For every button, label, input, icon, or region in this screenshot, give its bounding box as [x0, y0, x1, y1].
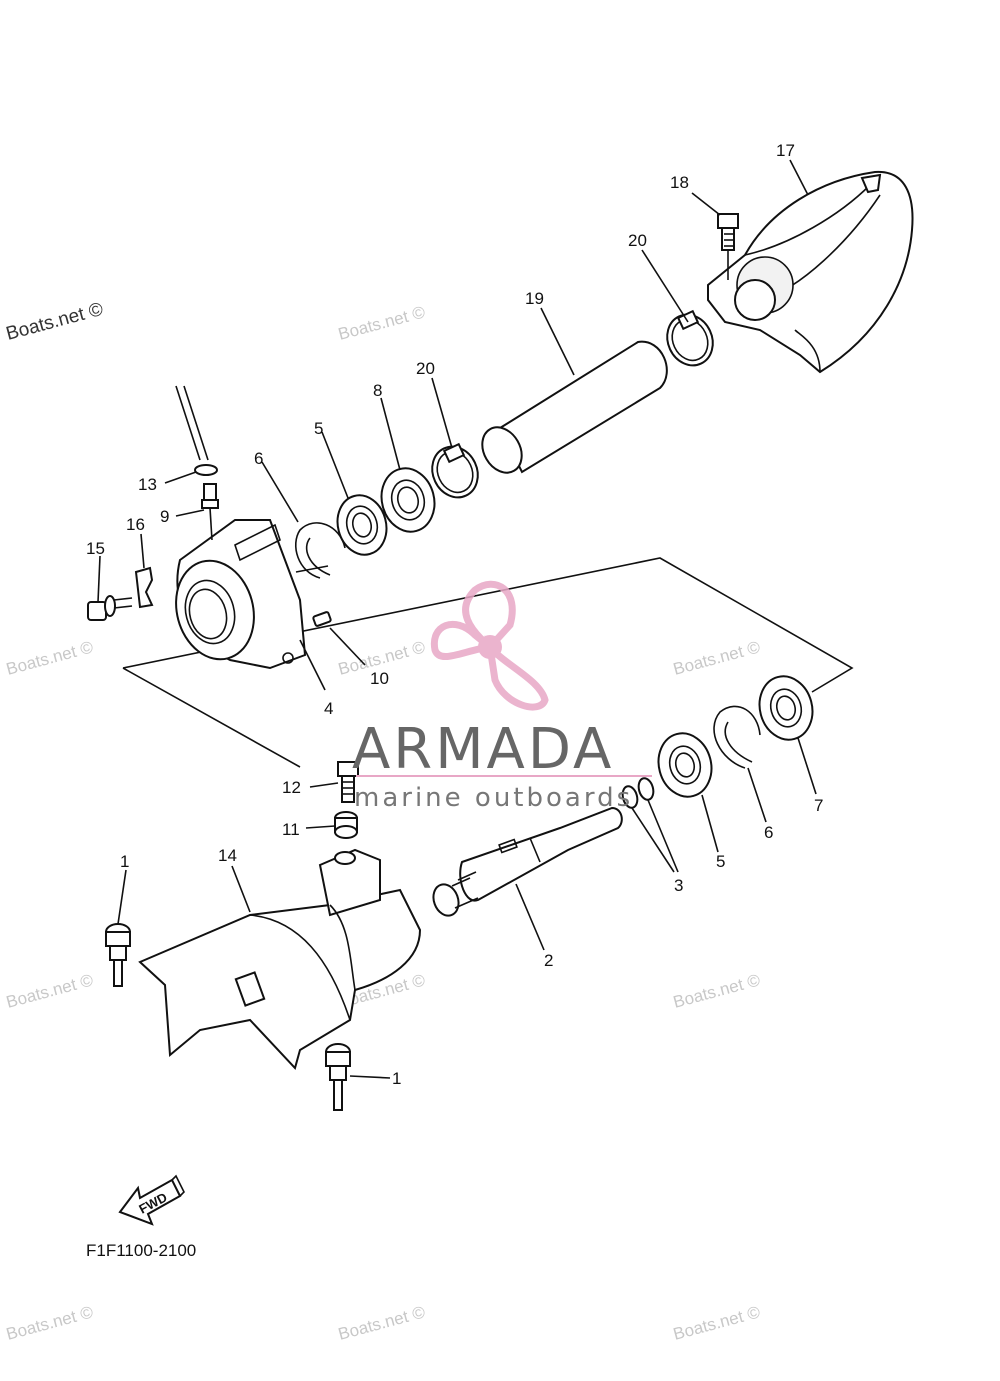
part-4-bearing-housing — [175, 519, 307, 670]
part-16-plate — [134, 566, 154, 609]
part-20-clamp-upper — [666, 309, 714, 367]
part-17-nozzle-housing — [707, 170, 914, 374]
callout-3: 3 — [674, 876, 683, 895]
part-11-collar — [334, 811, 358, 839]
callout-1-upper: 1 — [120, 852, 129, 871]
callout-11: 11 — [282, 820, 300, 839]
part-10-dowel-pin — [312, 611, 366, 666]
part-13-hose-clip — [175, 385, 218, 476]
callout-17: 17 — [776, 141, 795, 160]
watermarks: Boats.net © Boats.net © Boats.net © Boat… — [4, 299, 763, 1344]
callout-9: 9 — [160, 507, 169, 526]
part-20-clamp-lower — [431, 442, 479, 499]
leader-lines — [97, 159, 817, 1079]
callout-20-upper: 20 — [628, 231, 647, 250]
watermark: Boats.net © — [671, 970, 762, 1012]
callout-15: 15 — [86, 539, 105, 558]
callout-6-lower: 6 — [764, 823, 773, 842]
callout-5-lower: 5 — [716, 852, 725, 871]
part-15-bolt — [87, 595, 133, 621]
callouts: 17 18 20 19 20 8 5 6 13 9 16 15 10 4 12 … — [86, 141, 823, 1088]
callout-13: 13 — [138, 475, 157, 494]
brand-tagline: marine outboards — [354, 783, 633, 813]
callout-2: 2 — [544, 951, 553, 970]
callout-7: 7 — [814, 796, 823, 815]
part-19-pipe — [481, 340, 668, 474]
watermark: Boats.net © — [671, 1302, 762, 1344]
part-1-bolt-lower — [325, 1043, 351, 1111]
callout-12: 12 — [282, 778, 301, 797]
callout-16: 16 — [126, 515, 145, 534]
drawing-code: F1F1100-2100 — [86, 1241, 196, 1260]
part-5-bearing-upper — [336, 494, 388, 556]
part-9-hose-fitting — [201, 483, 219, 541]
assembly-outline — [122, 557, 854, 768]
part-14-pump-base — [138, 848, 422, 1070]
brand-name: ARMADA — [352, 717, 614, 782]
part-12-bolt — [337, 761, 359, 803]
callout-6-upper: 6 — [254, 449, 263, 468]
callout-5-upper: 5 — [314, 419, 323, 438]
callout-18: 18 — [670, 173, 689, 192]
watermark: Boats.net © — [336, 302, 427, 344]
part-8-bearing — [380, 467, 436, 533]
part-5-bearing-lower — [657, 732, 713, 798]
callout-8: 8 — [373, 381, 382, 400]
watermark: Boats.net © — [671, 637, 762, 679]
watermark: Boats.net © — [4, 970, 95, 1012]
part-1-bolt-upper — [105, 923, 131, 987]
propeller-icon — [430, 580, 549, 711]
part-6-circlip-upper — [295, 522, 346, 579]
callout-10: 10 — [370, 669, 389, 688]
part-7-bearing — [758, 675, 814, 741]
fwd-arrow-icon: FWD — [118, 1174, 185, 1226]
watermark: Boats.net © — [4, 637, 95, 679]
callout-20-lower: 20 — [416, 359, 435, 378]
watermark-dark: Boats.net © — [4, 299, 106, 345]
callout-1-lower: 1 — [392, 1069, 401, 1088]
watermark: Boats.net © — [4, 1302, 95, 1344]
armada-logo: ARMADA marine outboards — [352, 580, 652, 813]
callout-14: 14 — [218, 846, 237, 865]
callout-4: 4 — [324, 699, 333, 718]
part-2-drive-shaft — [432, 806, 623, 917]
callout-19: 19 — [525, 289, 544, 308]
part-18-bolt — [717, 213, 739, 280]
watermark: Boats.net © — [336, 1302, 427, 1344]
fwd-label: FWD — [136, 1190, 169, 1217]
part-6-circlip-lower — [713, 705, 761, 769]
part-3-o-rings — [621, 777, 655, 809]
